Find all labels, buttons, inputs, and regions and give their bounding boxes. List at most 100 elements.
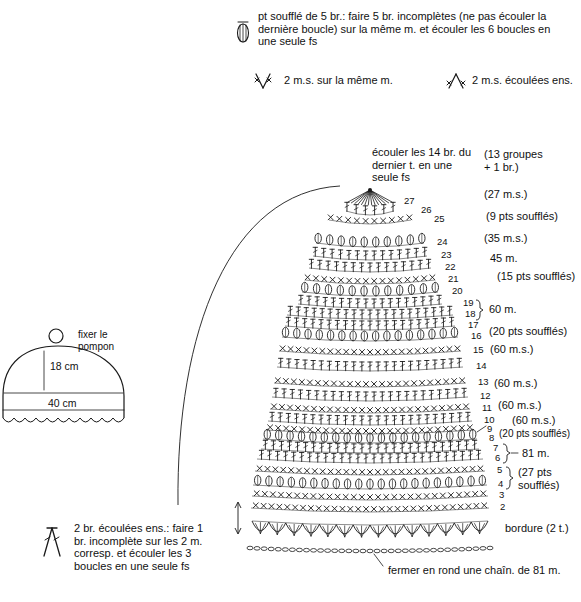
stitch-symbol bbox=[384, 320, 388, 321]
stitch-symbol bbox=[336, 349, 341, 354]
stitch-symbol bbox=[261, 503, 266, 508]
stitch-symbol bbox=[389, 395, 393, 397]
stitch-symbol bbox=[352, 365, 356, 367]
shell-symbol bbox=[289, 525, 294, 535]
dc-decrease-symbol bbox=[54, 537, 59, 540]
row-line bbox=[313, 256, 427, 260]
bobble-symbol bbox=[285, 328, 286, 336]
stitch-symbol bbox=[400, 361, 404, 362]
shell-symbol bbox=[328, 526, 333, 536]
bobble-symbol bbox=[449, 432, 450, 440]
stitch-symbol bbox=[457, 444, 461, 446]
note: fixer le pompon bbox=[78, 329, 132, 352]
stitch-symbol bbox=[441, 318, 445, 319]
chain-symbol bbox=[395, 549, 401, 553]
stitch-symbol bbox=[356, 506, 361, 511]
stitch-symbol bbox=[425, 414, 429, 415]
stitch-symbol bbox=[470, 466, 475, 471]
stitch-symbol bbox=[352, 407, 357, 412]
stitch-symbol bbox=[433, 318, 437, 319]
stitch-symbol bbox=[383, 469, 388, 474]
stitch-symbol bbox=[315, 300, 319, 302]
stitch-symbol bbox=[326, 264, 330, 266]
stitch-symbol bbox=[411, 428, 416, 433]
bobble-symbol bbox=[408, 285, 414, 295]
row-number: 18 bbox=[465, 309, 476, 319]
stitch-symbol bbox=[332, 506, 337, 511]
stitch-symbol bbox=[270, 492, 275, 497]
leader-line bbox=[374, 554, 383, 566]
stitch-symbol bbox=[296, 347, 301, 352]
bobble-symbol bbox=[278, 431, 279, 439]
stitch-symbol bbox=[355, 381, 360, 386]
bobble-symbol bbox=[400, 479, 406, 489]
stitch-symbol bbox=[441, 445, 445, 447]
stitch-symbol bbox=[265, 466, 270, 471]
stitch-symbol bbox=[364, 428, 369, 433]
stitch-symbol bbox=[330, 277, 335, 282]
stitch-symbol bbox=[470, 466, 475, 471]
stitch-symbol bbox=[287, 441, 291, 442]
bobble-symbol bbox=[378, 433, 384, 443]
stitch-count: (27 m.s.) bbox=[484, 188, 527, 201]
stitch-symbol bbox=[400, 494, 405, 499]
dimension-line bbox=[238, 503, 239, 533]
shell-symbol bbox=[462, 524, 463, 535]
stitch-symbol bbox=[448, 405, 453, 410]
stitch-symbol bbox=[440, 493, 445, 498]
stitch-symbol bbox=[368, 444, 372, 445]
decrease-symbol bbox=[447, 81, 451, 85]
stitch-symbol bbox=[316, 428, 321, 433]
stitch-symbol bbox=[351, 415, 355, 416]
leader-line bbox=[477, 426, 486, 432]
stitch-symbol bbox=[312, 348, 317, 353]
bobble-symbol bbox=[419, 233, 425, 243]
stitch-symbol bbox=[455, 346, 460, 351]
stitch-symbol bbox=[307, 393, 311, 395]
stitch-symbol bbox=[316, 453, 320, 454]
bobble-symbol bbox=[312, 433, 313, 441]
stitch-symbol bbox=[274, 388, 278, 389]
stitch-symbol bbox=[413, 277, 418, 282]
stitch-symbol bbox=[296, 347, 301, 352]
stitch-symbol bbox=[320, 348, 325, 353]
stitch-symbol bbox=[423, 348, 428, 353]
bobble-symbol bbox=[384, 237, 390, 247]
stitch-symbol bbox=[312, 406, 317, 411]
bobble-symbol bbox=[319, 331, 320, 339]
stitch-symbol bbox=[332, 506, 337, 511]
stitch-symbol bbox=[437, 295, 441, 296]
stitch-symbol bbox=[376, 447, 380, 449]
stitch-symbol bbox=[436, 452, 440, 453]
row-number: 11 bbox=[482, 403, 492, 413]
stitch-symbol bbox=[448, 309, 452, 311]
bobble-symbol bbox=[349, 286, 355, 296]
stitch-symbol bbox=[440, 405, 445, 410]
stitch-symbol bbox=[465, 492, 470, 497]
stitch-symbol bbox=[380, 302, 384, 304]
bobble-symbol bbox=[417, 330, 423, 340]
chain-symbol bbox=[268, 547, 274, 551]
stitch-symbol bbox=[420, 456, 424, 458]
stitch-count: (20 pts soufflés) bbox=[499, 428, 570, 440]
stitch-symbol bbox=[450, 320, 454, 322]
stitch-symbol bbox=[433, 360, 437, 361]
stitch-symbol bbox=[320, 469, 325, 474]
stitch-symbol bbox=[335, 494, 340, 499]
stitch-symbol bbox=[301, 505, 306, 510]
stitch-symbol bbox=[364, 506, 369, 511]
stitch-symbol bbox=[289, 468, 294, 473]
stitch-symbol bbox=[438, 468, 443, 473]
stitch-symbol bbox=[419, 428, 424, 433]
stitch-symbol bbox=[392, 361, 396, 362]
hat-scallop bbox=[3, 418, 124, 422]
stitch-symbol bbox=[296, 307, 300, 308]
stitch-symbol bbox=[481, 491, 486, 496]
bobble-symbol bbox=[412, 432, 418, 442]
stitch-symbol bbox=[292, 426, 297, 431]
bobble-symbol bbox=[458, 430, 464, 440]
stitch-symbol bbox=[415, 469, 420, 474]
stitch-symbol bbox=[380, 395, 384, 397]
stitch-symbol bbox=[275, 378, 280, 383]
stitch-symbol bbox=[300, 427, 305, 432]
